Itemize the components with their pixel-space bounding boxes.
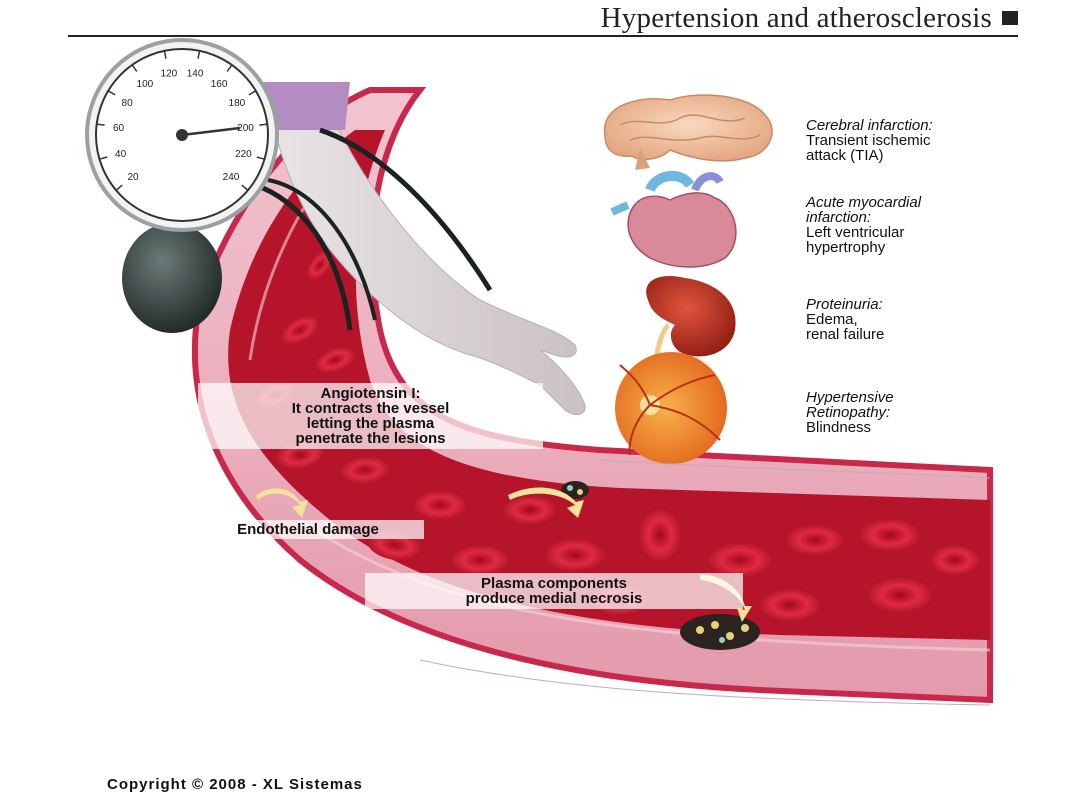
red-blood-cell	[280, 314, 320, 346]
pump-bulb	[122, 223, 222, 333]
red-blood-cell	[543, 538, 607, 572]
red-blood-cell	[706, 542, 774, 578]
gauge-tick-label: 200	[237, 123, 254, 134]
gauge-needle	[181, 126, 241, 137]
red-blood-cell	[858, 518, 922, 552]
page-title: Hypertension and atherosclerosis	[601, 2, 1018, 35]
red-blood-cell	[758, 588, 822, 622]
callout-endothelial-damage: Endothelial damage	[192, 520, 424, 539]
gauge-tick-mark	[131, 64, 138, 72]
arrow-icon	[256, 488, 308, 518]
organ-label-retina: Hypertensive Retinopathy: Blindness	[806, 389, 894, 436]
arrow-icon	[700, 574, 752, 622]
red-blood-cell	[929, 544, 981, 576]
organ-label-heart: Acute myocardial infarction: Left ventri…	[806, 194, 922, 256]
gauge-tick-mark	[241, 184, 249, 191]
red-blood-cell	[412, 490, 468, 520]
red-blood-cell	[450, 544, 510, 576]
gauge-tick-label: 40	[115, 149, 127, 160]
gauge-tick-label: 160	[211, 79, 228, 90]
gauge-tick-mark	[197, 50, 201, 59]
callout-plasma-components: Plasma components produce medial necrosi…	[365, 573, 743, 609]
gauge-tick-label: 60	[113, 123, 125, 134]
kidney-icon	[646, 276, 736, 363]
lesion-spot	[561, 481, 589, 499]
gauge-tick-label: 140	[187, 68, 204, 79]
red-blood-cell	[313, 346, 357, 374]
heart-icon	[610, 171, 737, 268]
gauge-tick-label: 20	[127, 172, 139, 183]
gauge-tick-label: 100	[137, 79, 154, 90]
copyright-notice: Copyright © 2008 - XL Sistemas	[107, 776, 363, 793]
callout-angiotensin: Angiotensin I: It contracts the vessel l…	[198, 383, 543, 449]
gauge-tick-mark	[107, 90, 116, 96]
red-blood-cell	[785, 524, 845, 556]
medial-necrosis-plaque	[680, 614, 760, 650]
red-blood-cell	[502, 495, 558, 525]
retina-icon	[615, 352, 727, 464]
gauge-tick-mark	[259, 123, 268, 126]
red-blood-cell	[638, 507, 682, 563]
organ-label-brain: Cerebral infarction: Transient ischemic …	[806, 117, 933, 164]
gauge-tick-mark	[248, 90, 257, 96]
title-underline	[68, 35, 1018, 37]
gauge-tick-mark	[115, 184, 123, 191]
organ-label-kidney: Proteinuria: Edema, renal failure	[806, 296, 885, 343]
gauge-tick-mark	[163, 50, 167, 59]
gauge-tick-label: 180	[229, 98, 246, 109]
arrow-icon	[508, 487, 584, 518]
title-square-mark	[1002, 11, 1018, 25]
red-blood-cell	[866, 577, 934, 613]
gauge-tick-label: 80	[122, 98, 134, 109]
gauge-tick-label: 240	[223, 172, 240, 183]
gauge-tick-label: 120	[161, 68, 178, 79]
gauge-tick-label: 220	[235, 149, 252, 160]
gauge-tick-mark	[96, 123, 105, 126]
brain-icon	[603, 94, 773, 170]
gauge-tick-mark	[226, 64, 233, 72]
gauge-tick-mark	[256, 156, 265, 160]
gauge-tick-mark	[99, 156, 108, 160]
red-blood-cell	[339, 455, 391, 485]
